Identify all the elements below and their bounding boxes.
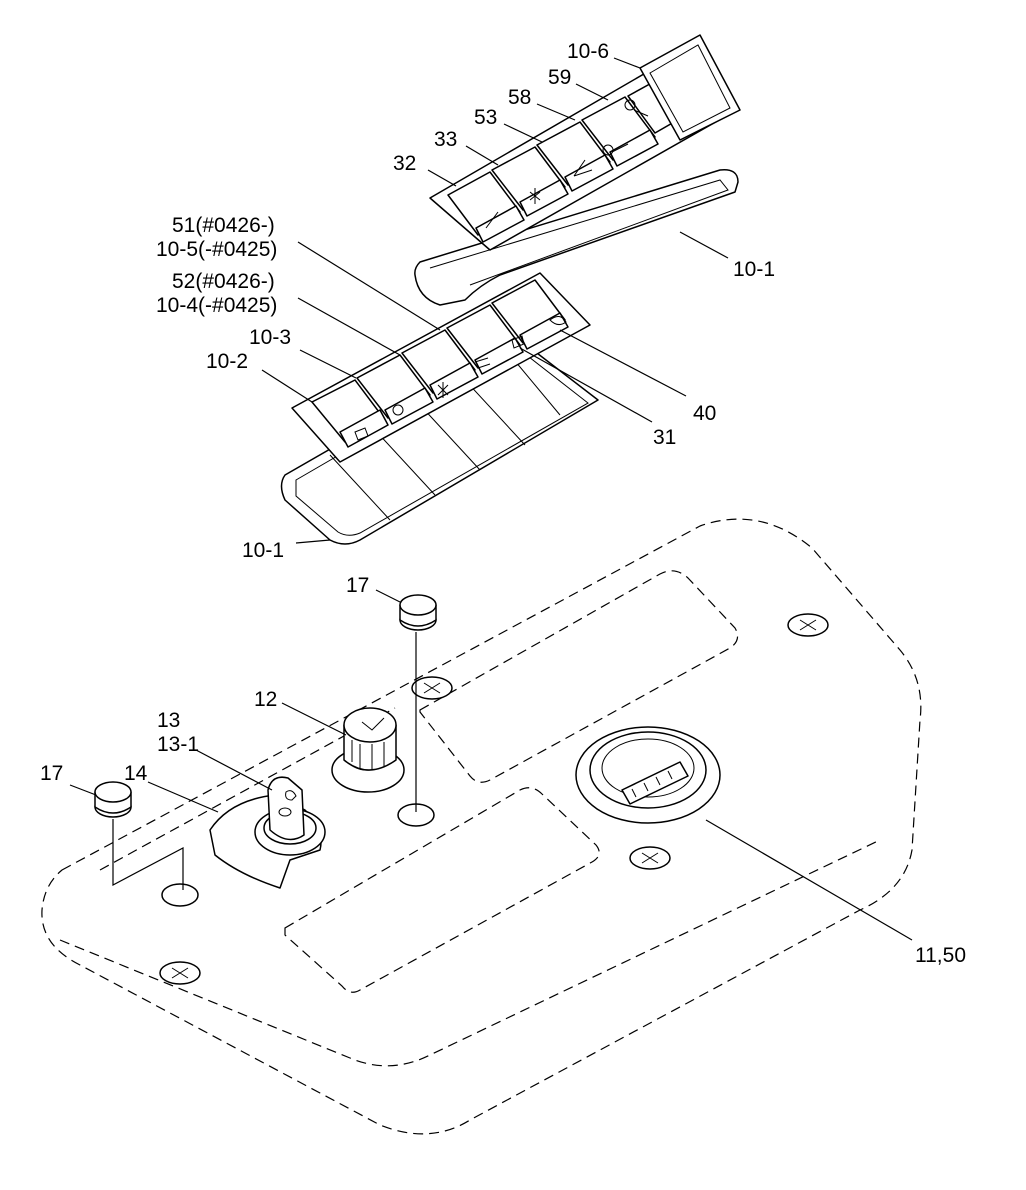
plug-left	[94, 781, 184, 890]
label-33: 33	[434, 128, 457, 151]
plug-right	[399, 594, 437, 812]
label-52: 52(#0426-)	[172, 270, 275, 293]
label-32: 32	[393, 152, 416, 175]
leader-lines	[69, 57, 913, 941]
screw-1	[787, 613, 829, 637]
label-13-1: 13-1	[157, 733, 199, 756]
label-17-lower: 17	[40, 762, 63, 785]
label-10-2: 10-2	[206, 350, 248, 373]
lower-switches	[311, 279, 569, 448]
upper-switch-panel	[414, 34, 741, 306]
label-59: 59	[548, 66, 571, 89]
screw-2	[411, 676, 453, 700]
label-40: 40	[693, 402, 716, 425]
screw-heads	[159, 613, 829, 985]
label-13: 13	[157, 709, 180, 732]
lower-switch-panel	[280, 272, 599, 545]
label-10-3: 10-3	[249, 326, 291, 349]
label-10-1-bottom: 10-1	[242, 539, 284, 562]
screw-3	[629, 846, 671, 870]
label-51: 51(#0426-)	[172, 214, 275, 237]
label-10-1-top: 10-1	[733, 258, 775, 281]
part-labels: 10-6 59 58 53 33 32 10-1 51(#0426-) 10-5…	[40, 40, 966, 967]
label-58: 58	[508, 86, 531, 109]
label-31: 31	[653, 426, 676, 449]
label-53: 53	[474, 106, 497, 129]
screw-4	[159, 961, 201, 985]
label-10-4: 10-4(-#0425)	[156, 294, 277, 317]
label-11-50: 11,50	[915, 944, 966, 967]
plug-hole-left	[161, 883, 199, 907]
key-switch	[209, 776, 326, 889]
label-17-upper: 17	[346, 574, 369, 597]
console-housing	[41, 518, 922, 1135]
knob-switch	[331, 707, 405, 793]
upper-switches	[447, 34, 741, 243]
label-14: 14	[124, 762, 148, 785]
hour-meter	[575, 726, 721, 824]
label-12: 12	[254, 688, 277, 711]
label-10-6: 10-6	[567, 40, 609, 63]
label-10-5: 10-5(-#0425)	[156, 238, 277, 261]
